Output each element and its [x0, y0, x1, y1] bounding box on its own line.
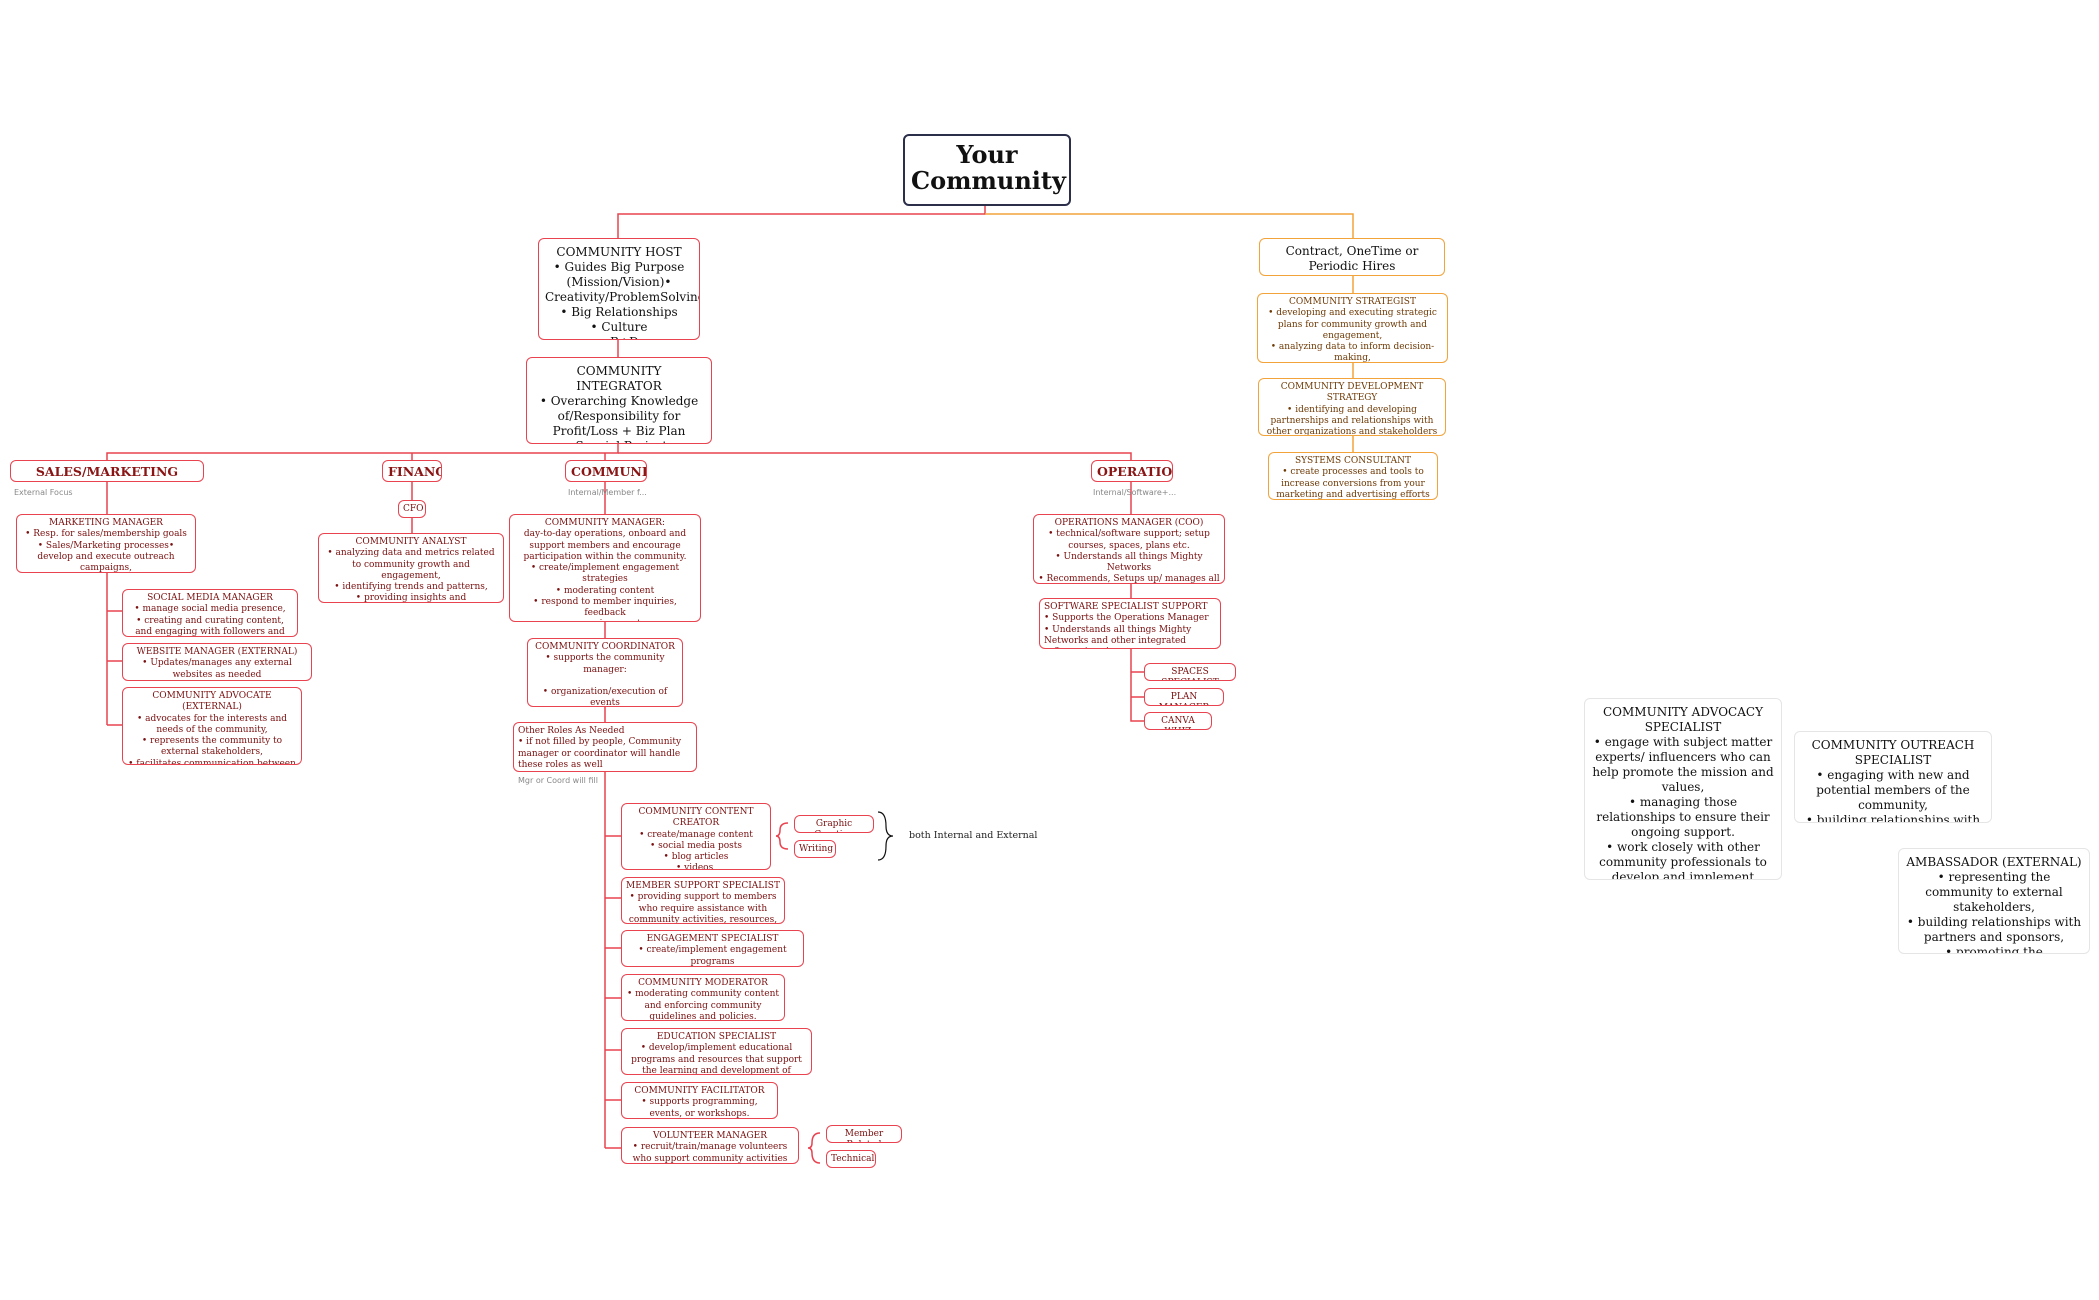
engagement-specialist-node[interactable]: ENGAGEMENT SPECIALIST • create/implement…	[621, 930, 804, 967]
canva-whiz-node[interactable]: CANVA WHIZ	[1144, 712, 1212, 730]
both-internal-external-note: both Internal and External	[909, 830, 1038, 841]
member-support-node[interactable]: MEMBER SUPPORT SPECIALIST • providing su…	[621, 877, 785, 924]
marketing-manager-node[interactable]: MARKETING MANAGER • Resp. for sales/memb…	[16, 514, 196, 573]
other-roles-subtitle: Mgr or Coord will fill	[518, 776, 598, 785]
branch-community[interactable]: COMMUNITY	[565, 460, 647, 482]
cfo-node[interactable]: CFO	[398, 500, 426, 518]
technical-node[interactable]: Technical	[826, 1150, 876, 1168]
root-node[interactable]: Your Community	[903, 134, 1071, 206]
operations-subtitle: Internal/Software+...	[1093, 488, 1177, 497]
website-manager-node[interactable]: WEBSITE MANAGER (EXTERNAL) • Updates/man…	[122, 643, 312, 681]
operations-manager-node[interactable]: OPERATIONS MANAGER (COO) • technical/sof…	[1033, 514, 1225, 584]
branch-finance[interactable]: FINANCE	[382, 460, 442, 482]
development-strategy-node[interactable]: COMMUNITY DEVELOPMENT STRATEGY • identif…	[1258, 378, 1446, 436]
community-moderator-node[interactable]: COMMUNITY MODERATOR • moderating communi…	[621, 974, 785, 1021]
content-creator-node[interactable]: COMMUNITY CONTENT CREATOR • create/manag…	[621, 803, 771, 870]
volunteer-manager-node[interactable]: VOLUNTEER MANAGER • recruit/train/manage…	[621, 1127, 799, 1164]
community-integrator-node[interactable]: COMMUNITY INTEGRATOR • Overarching Knowl…	[526, 357, 712, 444]
branch-sales-marketing[interactable]: SALES/MARKETING (EXTERNAL)	[10, 460, 204, 482]
community-subtitle: Internal/Member f...	[568, 488, 647, 497]
community-facilitator-node[interactable]: COMMUNITY FACILITATOR • supports program…	[621, 1082, 778, 1119]
education-specialist-node[interactable]: EDUCATION SPECIALIST • develop/implement…	[621, 1028, 812, 1075]
sales-subtitle: External Focus	[14, 488, 73, 497]
ambassador-node[interactable]: AMBASSADOR (EXTERNAL) • representing the…	[1898, 848, 2090, 954]
software-specialist-node[interactable]: SOFTWARE SPECIALIST SUPPORT • Supports t…	[1039, 598, 1221, 649]
graphic-creation-node[interactable]: Graphic Creation	[794, 815, 874, 833]
writing-node[interactable]: Writing	[794, 840, 836, 858]
community-outreach-specialist-node[interactable]: COMMUNITY OUTREACH SPECIALIST • engaging…	[1794, 731, 1992, 823]
community-strategist-node[interactable]: COMMUNITY STRATEGIST • developing and ex…	[1257, 293, 1448, 363]
community-manager-node[interactable]: COMMUNITY MANAGER: day-to-day operations…	[509, 514, 701, 622]
community-advocacy-specialist-node[interactable]: COMMUNITY ADVOCACY SPECIALIST • engage w…	[1584, 698, 1782, 880]
social-media-manager-node[interactable]: SOCIAL MEDIA MANAGER • manage social med…	[122, 589, 298, 637]
member-related-node[interactable]: Member Related	[826, 1125, 902, 1143]
community-advocate-node[interactable]: COMMUNITY ADVOCATE (EXTERNAL) • advocate…	[122, 687, 302, 765]
plan-manager-node[interactable]: PLAN MANAGER	[1144, 688, 1224, 706]
branch-operations[interactable]: OPERATIONS	[1091, 460, 1173, 482]
systems-consultant-node[interactable]: SYSTEMS CONSULTANT • create processes an…	[1268, 452, 1438, 500]
community-host-node[interactable]: COMMUNITY HOST • Guides Big Purpose (Mis…	[538, 238, 700, 340]
contract-hires-node[interactable]: Contract, OneTime or Periodic Hires	[1259, 238, 1445, 276]
community-analyst-node[interactable]: COMMUNITY ANALYST • analyzing data and m…	[318, 533, 504, 603]
other-roles-node[interactable]: Other Roles As Needed • if not filled by…	[513, 722, 697, 772]
community-coordinator-node[interactable]: COMMUNITY COORDINATOR • supports the com…	[527, 638, 683, 707]
spaces-specialist-node[interactable]: SPACES SPECIALIST	[1144, 663, 1236, 681]
